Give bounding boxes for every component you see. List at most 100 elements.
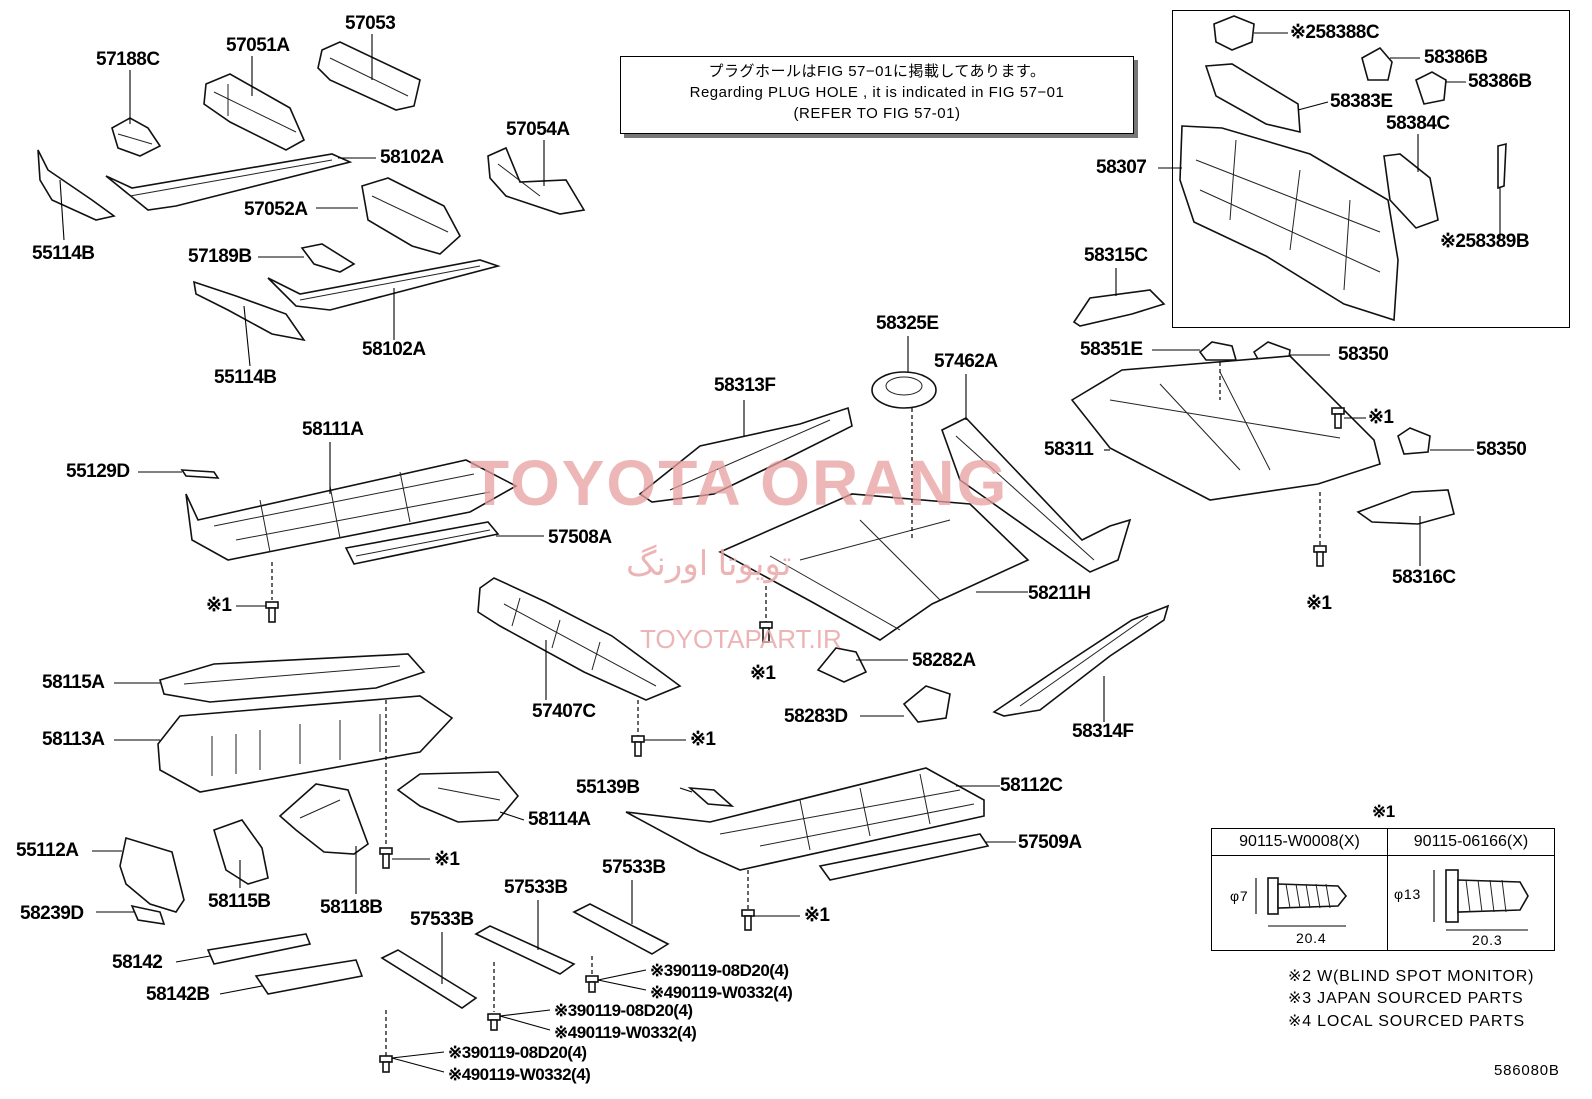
label-58351E[interactable]: 58351E — [1080, 339, 1143, 360]
part-57188C[interactable] — [111, 117, 162, 157]
bolt-callout[interactable]: ※390119-08D20(4) — [448, 1043, 587, 1062]
bolt-callout[interactable]: ※490119-W0332(4) — [448, 1065, 591, 1084]
label-57054A[interactable]: 57054A — [506, 119, 570, 140]
label-58388C[interactable]: ※258388C — [1290, 22, 1380, 43]
label-58350-upper[interactable]: 58350 — [1338, 344, 1389, 365]
label-58114A[interactable]: 58114A — [528, 809, 591, 830]
label-58113A[interactable]: 58113A — [42, 729, 105, 750]
part-58142[interactable] — [206, 933, 312, 965]
label-58111A[interactable]: 58111A — [302, 419, 364, 440]
bolt-callout[interactable]: ※390119-08D20(4) — [554, 1001, 693, 1020]
part-57053[interactable] — [317, 41, 421, 111]
label-58307[interactable]: 58307 — [1096, 157, 1147, 178]
label-57509A[interactable]: 57509A — [1018, 832, 1082, 853]
label-57188C[interactable]: 57188C — [96, 49, 160, 70]
label-58313F[interactable]: 58313F — [714, 375, 776, 396]
part-58325E[interactable] — [871, 371, 937, 409]
part-58211H[interactable] — [718, 493, 1030, 641]
part-58386B-left[interactable] — [1361, 46, 1393, 81]
label-58142[interactable]: 58142 — [112, 952, 163, 973]
label-55112A[interactable]: 55112A — [16, 840, 79, 861]
label-58311[interactable]: 58311 — [1044, 439, 1094, 460]
part-57533B-right[interactable] — [572, 903, 670, 955]
part-58389B[interactable] — [1497, 142, 1507, 190]
label-58383E[interactable]: 58383E — [1330, 91, 1393, 112]
part-58114A[interactable] — [396, 771, 520, 823]
part-58351E[interactable] — [1198, 341, 1238, 361]
label-58316C[interactable]: 58316C — [1392, 567, 1456, 588]
part-58112C[interactable] — [625, 767, 985, 871]
label-58386B-right[interactable]: 58386B — [1468, 71, 1532, 92]
label-58102A-top[interactable]: 58102A — [380, 147, 444, 168]
label-57533B-middle[interactable]: 57533B — [504, 877, 568, 898]
label-55114B-bot[interactable]: 55114B — [214, 367, 277, 388]
part-57533B-middle[interactable] — [474, 925, 576, 975]
label-58384C[interactable]: 58384C — [1386, 113, 1450, 134]
part-57052A[interactable] — [361, 177, 462, 255]
label-57462A[interactable]: 57462A — [934, 351, 998, 372]
part-58118B[interactable] — [278, 783, 369, 855]
label-58112C[interactable]: 58112C — [1000, 775, 1063, 796]
part-58239D[interactable] — [130, 904, 166, 925]
part-58307[interactable] — [1179, 125, 1399, 322]
part-55114B-lower[interactable] — [192, 280, 306, 342]
part-55129D[interactable] — [180, 469, 220, 479]
bolt-callout[interactable]: ※390119-08D20(4) — [650, 961, 789, 980]
part-58384C[interactable] — [1383, 153, 1439, 229]
label-58211H[interactable]: 58211H — [1028, 583, 1091, 604]
part-57508A[interactable] — [344, 521, 500, 565]
part-55114B-upper[interactable] — [37, 149, 116, 221]
label-58118B[interactable]: 58118B — [320, 897, 383, 918]
label-58115A[interactable]: 58115A — [42, 672, 105, 693]
part-58388C[interactable] — [1213, 15, 1255, 51]
part-58102A-lower[interactable] — [267, 259, 501, 311]
label-58389B[interactable]: ※258389B — [1440, 231, 1530, 252]
label-57533B-left[interactable]: 57533B — [410, 909, 474, 930]
label-57053[interactable]: 57053 — [345, 13, 396, 34]
label-58386B-left[interactable]: 58386B — [1424, 47, 1488, 68]
part-57054A[interactable] — [487, 146, 586, 215]
bolt-callout[interactable]: ※490119-W0332(4) — [554, 1023, 697, 1042]
part-57189B[interactable] — [300, 243, 356, 273]
part-58314F[interactable] — [992, 604, 1170, 717]
label-55129D[interactable]: 55129D — [66, 461, 130, 482]
label-58102A-bot[interactable]: 58102A — [362, 339, 426, 360]
label-57052A[interactable]: 57052A — [244, 199, 308, 220]
part-58386B-right[interactable] — [1415, 71, 1447, 105]
part-58316C[interactable] — [1356, 489, 1455, 525]
part-58102A-upper[interactable] — [105, 153, 353, 211]
label-58282A[interactable]: 58282A — [912, 650, 976, 671]
label-57533B-right[interactable]: 57533B — [602, 857, 666, 878]
part-58313F[interactable] — [638, 406, 853, 503]
part-58113A[interactable] — [157, 695, 454, 793]
part-58383E[interactable] — [1204, 63, 1301, 134]
part-58115A[interactable] — [159, 653, 426, 703]
part-58283D[interactable] — [902, 685, 951, 723]
part-58282A[interactable] — [816, 647, 868, 683]
label-58325E[interactable]: 58325E — [876, 313, 939, 334]
label-58314F[interactable]: 58314F — [1072, 721, 1134, 742]
part-57051A[interactable] — [203, 73, 306, 151]
label-57051A[interactable]: 57051A — [226, 35, 290, 56]
label-58350-lower[interactable]: 58350 — [1476, 439, 1527, 460]
part-57509A[interactable] — [818, 833, 990, 881]
part-58111A[interactable] — [185, 459, 518, 561]
label-58115B[interactable]: 58115B — [208, 891, 271, 912]
bolt-callout[interactable]: ※490119-W0332(4) — [650, 983, 793, 1002]
label-55139B[interactable]: 55139B — [576, 777, 640, 798]
label-57407C[interactable]: 57407C — [532, 701, 596, 722]
label-55114B-top[interactable]: 55114B — [32, 243, 95, 264]
part-57462A[interactable] — [941, 417, 1132, 573]
label-57508A[interactable]: 57508A — [548, 527, 612, 548]
part-55112A[interactable] — [119, 836, 185, 913]
part-55139B[interactable] — [687, 787, 735, 807]
label-58315C[interactable]: 58315C — [1084, 245, 1148, 266]
label-58283D[interactable]: 58283D — [784, 706, 848, 727]
part-58311[interactable] — [1070, 355, 1381, 501]
label-57189B[interactable]: 57189B — [188, 246, 252, 267]
label-58142B[interactable]: 58142B — [146, 984, 210, 1005]
part-58142B[interactable] — [254, 959, 364, 995]
part-58315C[interactable] — [1072, 289, 1166, 327]
label-58239D[interactable]: 58239D — [20, 903, 84, 924]
part-57407C[interactable] — [477, 577, 682, 701]
